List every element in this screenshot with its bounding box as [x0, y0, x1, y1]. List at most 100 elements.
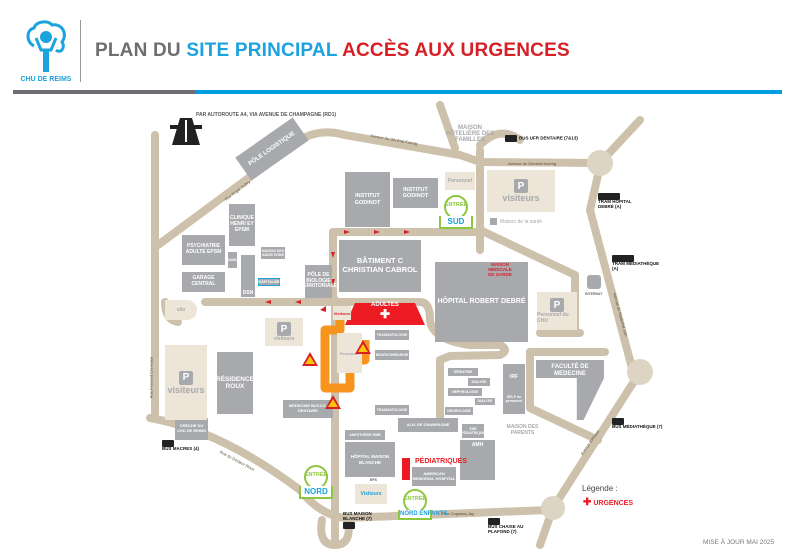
building-amh[interactable]: AMH: [460, 440, 495, 480]
building-hopital-robert-debre[interactable]: HÔPITAL ROBERT DEBRÉ: [435, 262, 528, 342]
building-samu[interactable]: SAMU: [227, 252, 238, 268]
tram-icon: [598, 193, 620, 200]
bus-stop-mediatheque[interactable]: BUS MÉDIATHÈQUE (7): [612, 418, 662, 430]
detour-route: [320, 308, 370, 393]
roundabout: [587, 150, 613, 176]
title-part: SITE PRINCIPAL: [186, 40, 343, 61]
bus-stop-label: BUS MACRES (4): [162, 446, 200, 451]
logo-text: CHU DE REIMS: [20, 76, 72, 83]
building-internat[interactable]: [587, 275, 601, 289]
building-american-memorial[interactable]: AMERICAN MEMORIAL HOSPITAL: [412, 467, 456, 486]
building-batiment-c-cabrol[interactable]: BÂTIMENT C CHRISTIAN CABROL: [339, 240, 421, 292]
urgences-adultes[interactable]: ADULTES✚: [355, 302, 415, 320]
title-part: PLAN DU: [95, 40, 187, 61]
building-garage-central[interactable]: GARAGE CENTRAL: [182, 272, 225, 292]
building-ssr-pediatrique[interactable]: SSR PÉDIATRIQUE: [461, 424, 485, 438]
bus-stop-chaise-plafond[interactable]: BUS CHAISE AU PLAFOND (7): [488, 518, 524, 535]
tram-stop-mediatheque[interactable]: TRAM MÉDIATHÈQUE (A): [612, 255, 662, 272]
parking-label: Personnel: [447, 178, 473, 184]
building-institut-godinot[interactable]: INSTITUT GODINOT: [393, 178, 438, 208]
bus-stop-macres[interactable]: BUS MACRES (4): [162, 440, 199, 452]
urgences-pediatriques-label: PÉDIATRIQUES: [415, 458, 467, 465]
parking-label: Personnel du CHU: [537, 312, 569, 324]
entrance-sud[interactable]: ENTRÉE SUD: [439, 190, 473, 229]
building-traumatologie[interactable]: TRAUMATOLOGIE: [375, 405, 409, 415]
building-alix-champagne[interactable]: ALIX DE CHAMPAGNE: [398, 418, 458, 432]
building-clinique-henri-ey[interactable]: CLINIQUE HENRI EY EPSM: [229, 204, 255, 246]
building-dialyse[interactable]: DIALYSE: [475, 398, 495, 405]
roundabout: [541, 496, 565, 520]
building-pole-biologie[interactable]: PÔLE DE BIOLOGIE TERRITORIALE: [300, 265, 337, 298]
bus-stop-ufr[interactable]: BUS UFR DENTAIRE (7&13): [505, 135, 578, 142]
legend-label: URGENCES: [593, 500, 634, 507]
roadworks-warning-icon: [302, 352, 318, 366]
parking-label: Visiteurs: [360, 491, 382, 497]
highway-icon: [170, 118, 202, 145]
building-maison-sante[interactable]: [490, 218, 497, 225]
building-nephrologie[interactable]: NÉPHROLOGIE: [448, 388, 482, 396]
parking-icon: P: [550, 298, 564, 312]
self-label: SELF du personnel: [505, 394, 523, 403]
bus-icon: [505, 135, 517, 142]
building-creche[interactable]: CRÈCHE DU CHU DE REIMS: [175, 418, 208, 440]
maison-parents-label: MAISON DES PARENTS: [506, 424, 539, 436]
building-dsn[interactable]: DSN: [241, 255, 255, 297]
entrance-label: ENTRÉE: [444, 202, 468, 208]
bus-stop-label: TRAM HÔPITAL DEBRÉ (A): [598, 199, 632, 209]
red-cross-icon: ✚: [583, 497, 592, 508]
building-dialyse[interactable]: DIALYSE: [468, 378, 490, 386]
parking-label: Visiteurs: [333, 310, 351, 316]
building-traumatologie[interactable]: TRAUMATOLOGIE: [375, 330, 409, 340]
building-maison-addictions[interactable]: MAISON DES ADDICTIONS: [261, 247, 285, 259]
header-rule-grey: [13, 90, 203, 94]
bus-icon: [488, 518, 500, 525]
divider: [80, 20, 81, 82]
bus-stop-maison-blanche[interactable]: BUS MAISON BLANCHE (7): [343, 511, 373, 529]
bus-stop-label: BUS MÉDIATHÈQUE (7): [612, 424, 663, 429]
building-residence-roux[interactable]: RÉSIDENCE ROUX: [216, 352, 254, 414]
irf-label: IRF: [509, 374, 519, 381]
traffic-arrows: [265, 230, 410, 312]
parking-label: silo: [176, 307, 186, 313]
roadworks-warning-icon: [355, 340, 371, 354]
urgences-pediatriques-building[interactable]: [402, 458, 410, 480]
page-title: PLAN DU SITE PRINCIPAL ACCÈS AUX URGENCE…: [95, 40, 570, 62]
roadworks-warning-icon: [325, 395, 341, 409]
tram-stop-debre[interactable]: TRAM HÔPITAL DEBRÉ (A): [598, 193, 648, 210]
parking-personnel[interactable]: Personnel: [445, 172, 475, 190]
bus-icon: [343, 521, 355, 529]
building-psychiatrie-adulte[interactable]: PSYCHIATRIE ADULTE EPSM: [182, 235, 225, 265]
header-rule-blue: [195, 90, 782, 94]
parking-visiteurs-nord[interactable]: Visiteurs: [355, 484, 387, 504]
building-institut-godinot[interactable]: INSTITUT GODINOT: [345, 172, 390, 227]
building-neurochirurgie[interactable]: NEUROCHIRURGIE: [375, 350, 409, 360]
building-irf[interactable]: IRF SELF du personnel: [503, 364, 525, 414]
building-bucco-dentaire[interactable]: MEDECINE BUCCO-DENTAIRE: [283, 400, 333, 418]
bus-stop-label: BUS MAISON BLANCHE (7): [343, 511, 372, 521]
title-part: ACCÈS AUX URGENCES: [342, 40, 570, 61]
update-date: MISE À JOUR MAI 2025: [703, 539, 775, 546]
highway-note: PAR AUTOROUTE A4, VIA AVENUE DE CHAMPAGN…: [196, 112, 337, 118]
maison-sante-label: Maison de la santé: [500, 219, 542, 225]
parking-silo[interactable]: silo: [165, 300, 197, 320]
bus-stop-label: TRAM MÉDIATHÈQUE (A): [612, 261, 660, 271]
building-geriatrie[interactable]: GÉRIATRIE: [448, 368, 478, 376]
parking-label: Personnel: [339, 350, 360, 356]
entrance-name: SUD: [439, 216, 473, 229]
parking-visiteurs-urgences[interactable]: Visiteurs: [333, 306, 351, 320]
building-hospitalises[interactable]: HOSPITALISÉS: [256, 278, 282, 286]
building-anesthesie[interactable]: ANESTHESIE HMB: [345, 430, 385, 440]
road-label: Avenue du Général Koenig: [508, 161, 556, 166]
roundabout: [627, 359, 653, 385]
building-neurologie[interactable]: NEUROLOGIE: [445, 407, 473, 415]
parking-icon: P: [179, 370, 193, 385]
building-hopital-maison-blanche[interactable]: HÔPITAL MAISON BLANCHE: [345, 442, 395, 477]
entrance-label: ENTRÉE: [304, 472, 328, 478]
internat-label: INTERNAT: [585, 292, 603, 296]
